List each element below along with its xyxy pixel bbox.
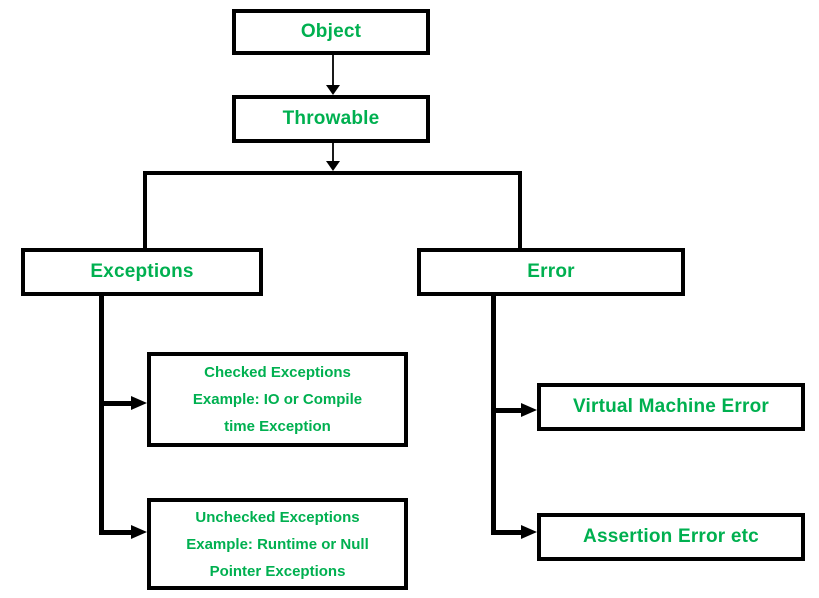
right-arrowhead-icon [131,525,147,539]
connector-exceptions-checked [99,401,131,406]
node-object-label: Object [300,21,362,42]
connector-branch-to-exceptions [143,171,147,248]
node-unchecked-exceptions: Unchecked Exceptions Example: Runtime or… [147,498,408,590]
connector-error-stem [491,296,496,535]
node-unchecked-line: Unchecked Exceptions [195,508,360,526]
node-object: Object [232,9,430,55]
node-error-label: Error [527,261,575,282]
node-exceptions-label: Exceptions [90,261,194,282]
connector-exceptions-stem [99,296,104,535]
connector-exceptions-unchecked [99,530,131,535]
right-arrowhead-icon [521,525,537,539]
node-checked-line: Checked Exceptions [204,364,351,381]
right-arrowhead-icon [521,403,537,417]
connector-object-throwable [332,55,334,86]
connector-error-vme [491,408,521,413]
node-unchecked-line: Example: Runtime or Null [186,535,369,553]
node-error: Error [417,248,685,296]
connector-throwable-branch [332,143,334,162]
node-unchecked-line: Pointer Exceptions [209,562,346,580]
node-throwable: Throwable [232,95,430,143]
connector-branch-horizontal [143,171,522,175]
right-arrowhead-icon [131,396,147,410]
node-checked-exceptions: Checked Exceptions Example: IO or Compil… [147,352,408,447]
node-vme-label: Virtual Machine Error [572,396,770,417]
down-arrowhead-icon [326,161,340,171]
node-throwable-label: Throwable [282,108,380,129]
node-assertion-label: Assertion Error etc [583,526,759,547]
node-exceptions: Exceptions [21,248,263,296]
node-assertion-error: Assertion Error etc [537,513,805,561]
connector-branch-to-error [518,171,522,248]
node-checked-line: time Exception [224,418,331,435]
node-checked-line: Example: IO or Compile [192,391,363,408]
connector-error-assertion [491,530,521,535]
node-virtual-machine-error: Virtual Machine Error [537,383,805,431]
down-arrowhead-icon [326,85,340,95]
